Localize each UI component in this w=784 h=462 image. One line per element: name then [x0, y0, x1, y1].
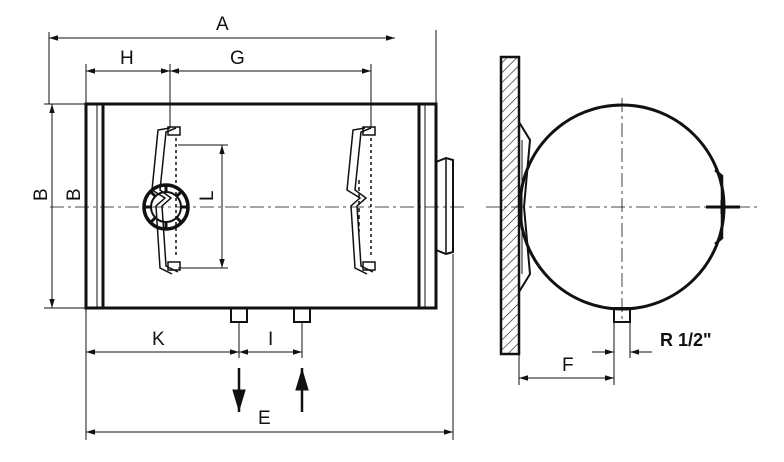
label-L: L [197, 190, 218, 201]
dim-B [44, 103, 86, 309]
label-H: H [120, 48, 134, 69]
dim-E [86, 254, 454, 440]
dim-F [518, 322, 615, 385]
dim-K-I [85, 308, 303, 440]
tank-body [84, 102, 438, 310]
mounting-bracket-left [151, 126, 181, 275]
label-thread: R 1/2" [660, 330, 712, 350]
side-flange [435, 156, 454, 256]
pipe-side [613, 307, 631, 323]
side-view [486, 55, 760, 385]
mounting-bracket-right [346, 126, 376, 275]
pipe-cold [230, 307, 248, 323]
dim-A [48, 30, 437, 104]
label-G: G [230, 48, 245, 69]
front-view [44, 30, 466, 440]
dim-thread [592, 322, 652, 358]
dim-L [178, 144, 228, 269]
label-B-outer: B [31, 188, 52, 201]
pipe-hot [293, 307, 311, 323]
label-F: F [562, 355, 574, 376]
dim-H-G [85, 64, 372, 128]
wall-hatched [499, 55, 521, 356]
label-B-inner: B [64, 188, 85, 201]
flow-arrows [232, 368, 309, 412]
label-A: A [216, 14, 229, 35]
label-E: E [258, 408, 271, 429]
label-I: I [268, 329, 273, 350]
label-K: K [152, 329, 165, 350]
